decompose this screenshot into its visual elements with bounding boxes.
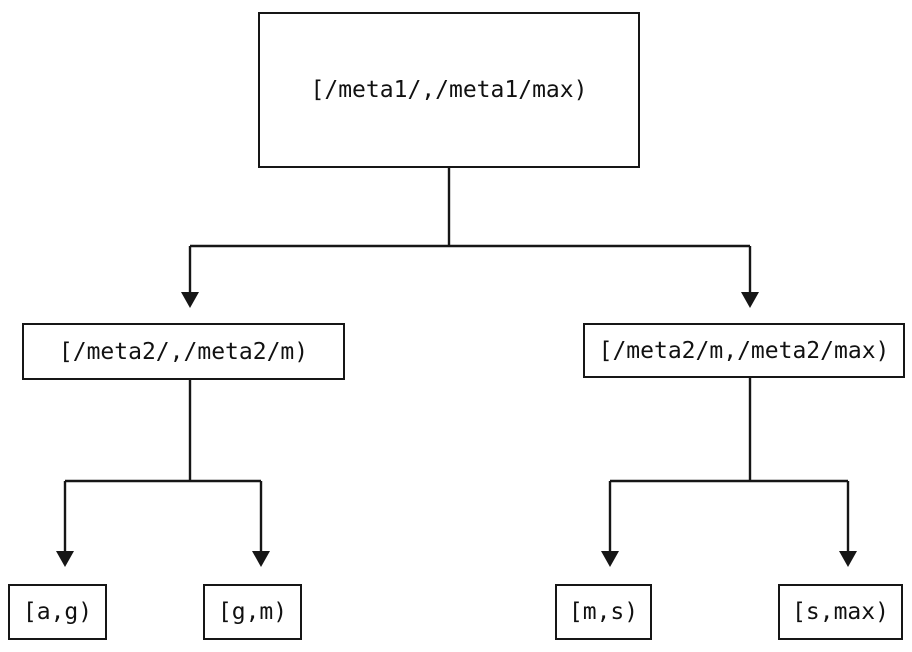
leaf-node-g-m: [g,m) <box>203 584 302 640</box>
arrowhead-down-icon <box>601 551 619 567</box>
edge-right-to-leaves <box>608 378 850 552</box>
node-root-interval: [/meta1/,/meta1/max) <box>258 12 640 168</box>
edge-left-to-leaves <box>63 380 263 552</box>
node-meta2-high-interval: [/meta2/m,/meta2/max) <box>583 323 905 378</box>
edge-root-to-children <box>188 168 752 293</box>
leaf-node-m-s: [m,s) <box>555 584 652 640</box>
arrowhead-down-icon <box>181 292 199 308</box>
arrowhead-down-icon <box>252 551 270 567</box>
node-meta2-low-interval: [/meta2/,/meta2/m) <box>22 323 345 380</box>
arrowhead-down-icon <box>56 551 74 567</box>
leaf-node-s-max: [s,max) <box>778 584 903 640</box>
arrowhead-down-icon <box>839 551 857 567</box>
arrowhead-down-icon <box>741 292 759 308</box>
leaf-node-a-g: [a,g) <box>8 584 107 640</box>
